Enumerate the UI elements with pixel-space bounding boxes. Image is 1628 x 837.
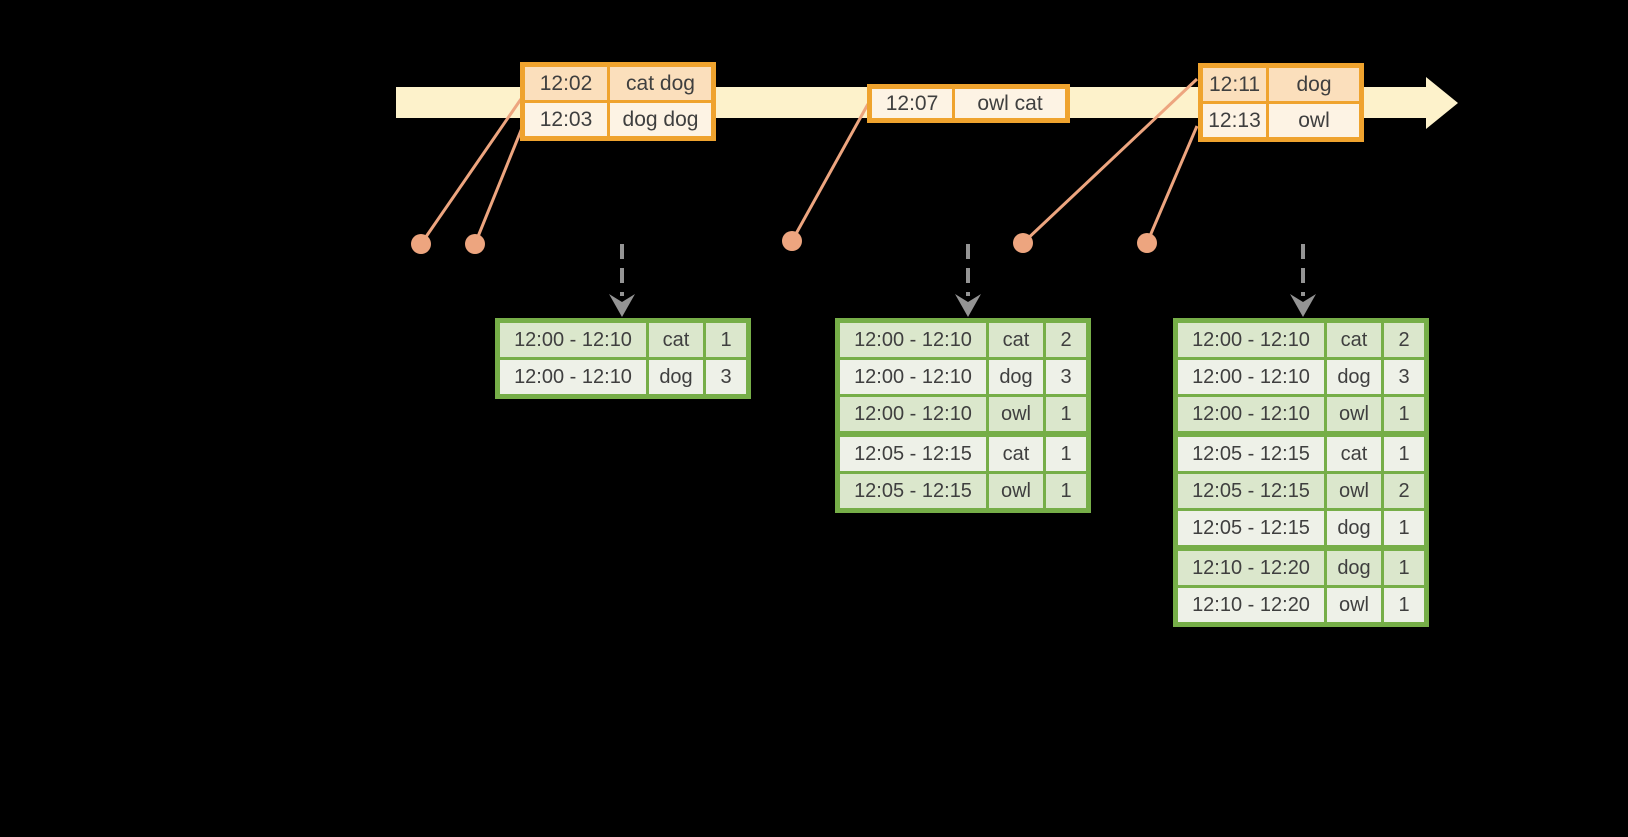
window-cell: 12:05 - 12:15 <box>1178 511 1324 545</box>
count-cell: 1 <box>1046 474 1086 508</box>
window-cell: 12:05 - 12:15 <box>840 437 986 471</box>
count-cell: 3 <box>706 360 746 394</box>
window-cell: 12:05 - 12:15 <box>840 474 986 508</box>
event-dot-12-02 <box>411 234 431 254</box>
event-words-cell: owl <box>1269 104 1359 137</box>
word-cell: cat <box>649 323 703 357</box>
window-cell: 12:00 - 12:10 <box>840 323 986 357</box>
word-cell: dog <box>1327 360 1381 394</box>
window-cell: 12:00 - 12:10 <box>840 360 986 394</box>
timeline-arrowhead-icon <box>1426 77 1458 129</box>
word-cell: owl <box>1327 397 1381 431</box>
event-words-cell: owl cat <box>955 89 1065 118</box>
word-cell: owl <box>989 397 1043 431</box>
trigger-arrowhead-1-icon <box>609 294 635 317</box>
window-cell: 12:05 - 12:15 <box>1178 474 1324 508</box>
count-cell: 3 <box>1046 360 1086 394</box>
count-cell: 3 <box>1384 360 1424 394</box>
window-cell: 12:10 - 12:20 <box>1178 588 1324 622</box>
event-dot-12-11 <box>1013 233 1033 253</box>
window-cell: 12:05 - 12:15 <box>1178 437 1324 471</box>
count-cell: 1 <box>1384 551 1424 585</box>
event-words-cell: dog <box>1269 68 1359 101</box>
connector-line-12-07 <box>790 103 870 242</box>
count-cell: 1 <box>1384 397 1424 431</box>
connector-line-12-13 <box>1145 125 1199 244</box>
word-cell: dog <box>1327 551 1381 585</box>
event-dot-12-03 <box>465 234 485 254</box>
count-cell: 1 <box>1046 437 1086 471</box>
count-cell: 1 <box>706 323 746 357</box>
event-words-cell: dog dog <box>610 103 711 136</box>
window-cell: 12:00 - 12:10 <box>500 360 646 394</box>
word-cell: dog <box>1327 511 1381 545</box>
count-cell: 1 <box>1384 588 1424 622</box>
event-time-cell: 12:03 <box>525 103 607 136</box>
word-cell: cat <box>1327 323 1381 357</box>
word-cell: cat <box>989 323 1043 357</box>
event-dot-12-07 <box>782 231 802 251</box>
connector-line-12-03 <box>473 127 524 245</box>
connector-line-12-11 <box>1021 77 1199 245</box>
event-dot-12-13 <box>1137 233 1157 253</box>
window-cell: 12:00 - 12:10 <box>1178 360 1324 394</box>
event-time-cell: 12:11 <box>1203 68 1266 101</box>
word-cell: cat <box>1327 437 1381 471</box>
word-cell: cat <box>989 437 1043 471</box>
word-cell: owl <box>1327 588 1381 622</box>
count-cell: 1 <box>1384 437 1424 471</box>
window-cell: 12:00 - 12:10 <box>1178 323 1324 357</box>
event-time-cell: 12:02 <box>525 67 607 100</box>
count-cell: 2 <box>1046 323 1086 357</box>
count-cell: 2 <box>1384 474 1424 508</box>
word-cell: dog <box>649 360 703 394</box>
event-time-cell: 12:13 <box>1203 104 1266 137</box>
connector-line-12-02 <box>419 98 523 245</box>
window-cell: 12:10 - 12:20 <box>1178 551 1324 585</box>
word-cell: owl <box>989 474 1043 508</box>
count-cell: 1 <box>1046 397 1086 431</box>
count-cell: 2 <box>1384 323 1424 357</box>
trigger-arrowhead-3-icon <box>1290 294 1316 317</box>
window-cell: 12:00 - 12:10 <box>840 397 986 431</box>
event-time-cell: 12:07 <box>872 89 952 118</box>
count-cell: 1 <box>1384 511 1424 545</box>
event-words-cell: cat dog <box>610 67 711 100</box>
window-cell: 12:00 - 12:10 <box>500 323 646 357</box>
word-cell: dog <box>989 360 1043 394</box>
word-cell: owl <box>1327 474 1381 508</box>
window-cell: 12:00 - 12:10 <box>1178 397 1324 431</box>
trigger-arrowhead-2-icon <box>955 294 981 317</box>
